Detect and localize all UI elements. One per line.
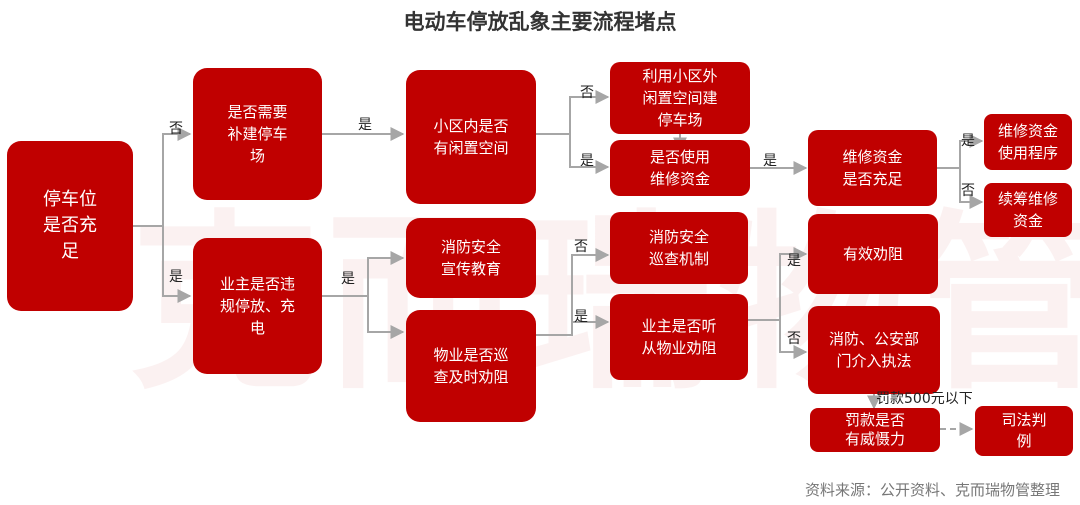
- label-idle-yes: 是: [580, 153, 594, 169]
- edge-owner-promo: [322, 251, 405, 297]
- edge-fundok-refund: [959, 168, 984, 209]
- node-fine-deterrent: 罚款是否 有威慑力: [810, 408, 940, 452]
- node-judicial: 司法判 例: [975, 406, 1073, 456]
- label-patrolq-yes: 是: [574, 309, 588, 325]
- edge-patrolq-patrol: [536, 248, 610, 336]
- label-root-no: 否: [169, 121, 183, 137]
- label-fund-yes: 是: [763, 153, 777, 169]
- label-fundok-yes: 是: [961, 133, 975, 149]
- edge-listen-effective: [748, 247, 808, 321]
- edge-root-owner: [162, 226, 192, 303]
- label-patrolq-no: 否: [574, 239, 588, 255]
- node-use-fund: 是否使用 维修资金: [610, 140, 750, 196]
- diagram-title: 电动车停放乱象主要流程堵点: [403, 10, 677, 34]
- edge-fundok-proc: [937, 134, 984, 169]
- label-fine-amount: 罚款500元以下: [876, 391, 973, 407]
- label-listen-yes: 是: [787, 253, 801, 269]
- node-owner-listen: 业主是否听 从物业劝阻: [610, 294, 748, 380]
- label-need-yes: 是: [358, 117, 372, 133]
- node-idle-space: 小区内是否 有闲置空间: [406, 70, 536, 204]
- source-note: 资料来源：公开资料、克而瑞物管整理: [804, 481, 1060, 499]
- edge-owner-patrolq: [367, 296, 405, 339]
- node-enforcement: 消防、公安部 门介入执法: [808, 306, 940, 394]
- label-fundok-no: 否: [961, 183, 975, 199]
- label-root-yes: 是: [169, 269, 183, 285]
- node-fund-procedure: 维修资金 使用程序: [984, 114, 1072, 170]
- edge-root-need: [133, 127, 192, 227]
- node-patrol-mechanism: 消防安全 巡查机制: [610, 212, 748, 284]
- edge-idle-outside: [536, 90, 610, 135]
- edge-patrolq-listen: [571, 315, 610, 335]
- node-refund: 续筹维修 资金: [984, 183, 1072, 237]
- node-patrol-question: 物业是否巡 查及时劝阻: [406, 310, 536, 422]
- node-outside-lot: 利用小区外 闲置空间建 停车场: [610, 62, 750, 134]
- node-need-new-lot: 是否需要 补建停车 场: [193, 68, 322, 200]
- node-fund-sufficient: 维修资金 是否充足: [808, 130, 937, 206]
- edge-idle-fund: [569, 134, 610, 174]
- label-idle-no: 否: [580, 85, 594, 101]
- node-owner-violation: 业主是否违 规停放、充 电: [193, 238, 322, 374]
- label-owner-yes: 是: [341, 271, 355, 287]
- node-fire-promo: 消防安全 宣传教育: [406, 218, 536, 298]
- label-listen-no: 否: [787, 331, 801, 347]
- node-parking-sufficient: 停车位 是否充 足: [7, 141, 133, 311]
- edge-listen-enforce: [779, 320, 808, 359]
- node-effective: 有效劝阻: [808, 214, 938, 294]
